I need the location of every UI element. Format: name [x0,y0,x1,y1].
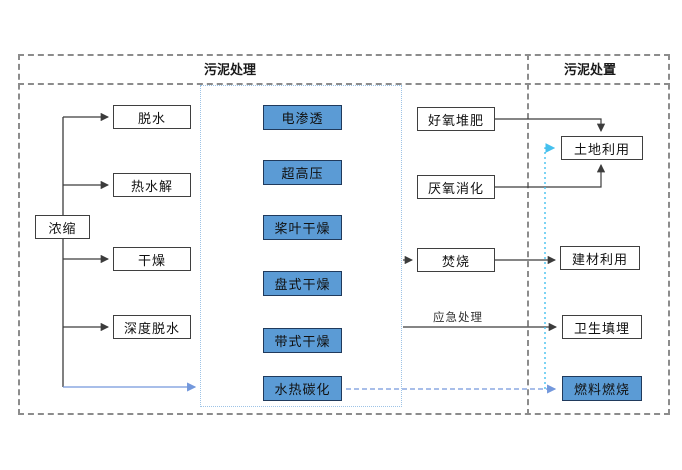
node-electro-osmosis: 电渗透 [263,105,342,130]
treatment-tech-panel [200,85,402,407]
node-paddle-drying: 桨叶干燥 [263,215,342,240]
treatment-disposal-divider [527,54,529,415]
node-anaerobic-digestion: 厌氧消化 [417,175,495,199]
node-disc-drying: 盘式干燥 [263,271,342,296]
outer-boundary [18,54,670,415]
node-deep-dewatering: 深度脱水 [113,315,191,339]
node-belt-drying: 带式干燥 [263,328,342,353]
node-incineration: 焚烧 [417,248,495,272]
node-building-material-use: 建材利用 [560,246,640,270]
node-fuel-combustion: 燃料燃烧 [562,376,642,401]
node-aerobic-composting: 好氧堆肥 [417,107,495,131]
node-sanitary-landfill: 卫生填埋 [562,315,642,339]
node-thermal-hydrolysis: 热水解 [113,173,191,197]
node-thickening: 浓缩 [35,215,90,239]
node-land-use: 土地利用 [561,136,643,160]
node-hydrothermal-carbonization: 水热碳化 [263,376,342,401]
section-title-treatment: 污泥处理 [203,62,256,77]
emergency-treatment-label: 应急处理 [433,312,483,324]
title-band-divider [18,83,670,85]
section-title-disposal: 污泥处置 [563,62,616,77]
node-dewatering: 脱水 [113,105,191,129]
node-drying: 干燥 [113,247,191,271]
node-ultra-high-pressure: 超高压 [263,160,342,185]
